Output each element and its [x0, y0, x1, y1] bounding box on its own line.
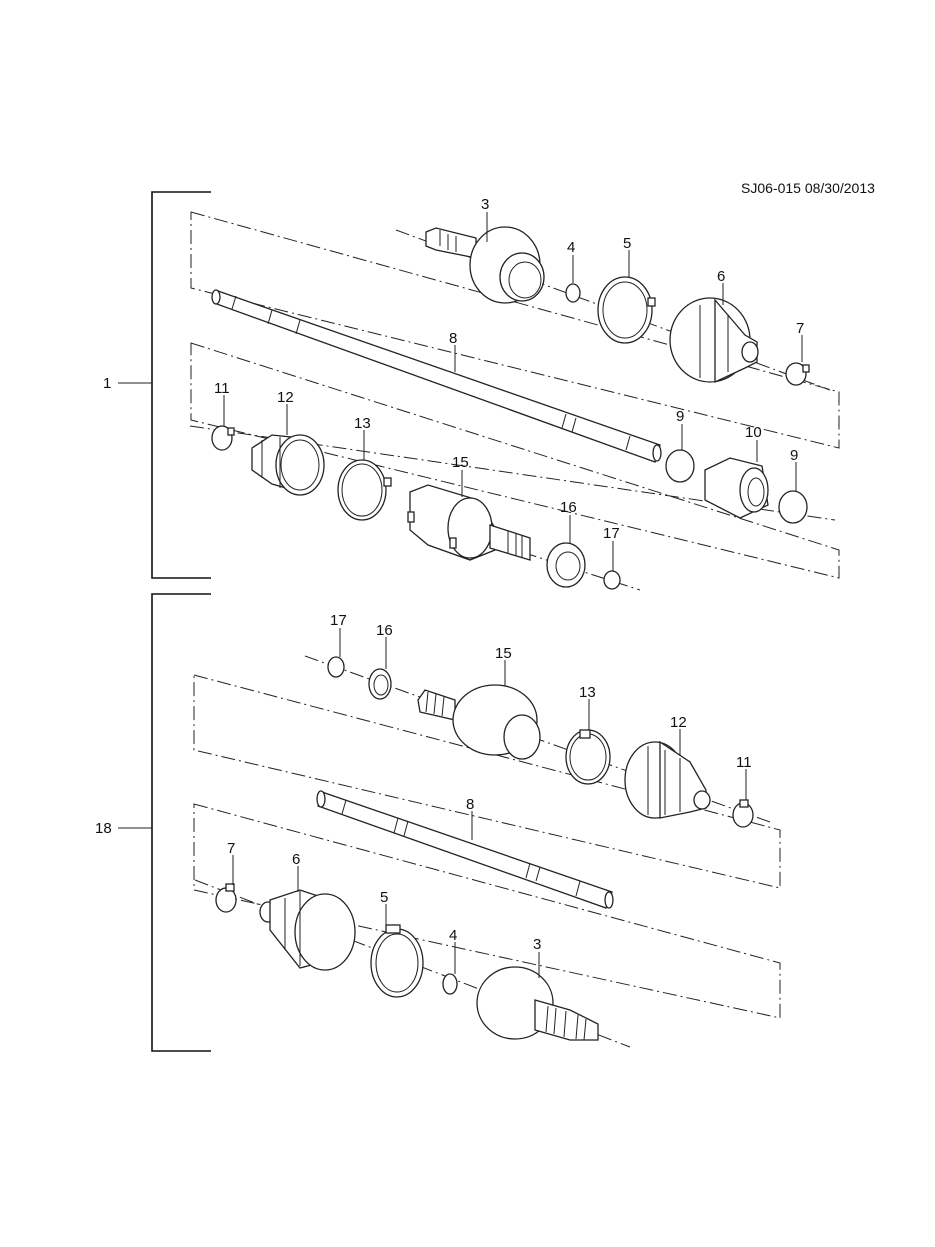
assembly-18: 18 — [95, 593, 781, 1052]
lower-frame-18 — [193, 803, 781, 1019]
snap-ring — [442, 973, 458, 995]
callouts: 3 4 5 6 7 8 11 12 13 15 9 10 9 16 17 17 … — [214, 196, 804, 978]
boot-clamp-large — [597, 276, 656, 344]
dynamic-damper — [704, 457, 769, 519]
callout-18-4: 4 — [449, 927, 457, 944]
outer-cv-joint — [476, 966, 599, 1041]
boot-clamp-inner-large — [337, 459, 392, 521]
boot-clamp-small — [785, 362, 810, 386]
damper-ring — [665, 449, 695, 483]
callout-1-10: 10 — [745, 424, 762, 441]
assembly-label-1: 1 — [103, 375, 111, 392]
callout-1-4: 4 — [567, 239, 575, 256]
drawing-reference: SJ06-015 08/30/2013 — [741, 180, 875, 196]
callout-18-15: 15 — [495, 645, 512, 662]
outer-cv-joint — [425, 226, 545, 304]
upper-frame-18 — [193, 674, 781, 889]
oil-seal — [368, 668, 392, 700]
callout-1-5: 5 — [623, 235, 631, 252]
circlip — [327, 656, 345, 678]
assembly-1: 1 — [103, 191, 840, 591]
assembly-label-18: 18 — [95, 820, 112, 837]
boot-clamp-inner-large — [565, 729, 611, 785]
lower-frame-1 — [190, 342, 840, 579]
callout-1-7: 7 — [796, 320, 804, 337]
callout-18-5: 5 — [380, 889, 388, 906]
circlip — [603, 570, 621, 590]
callout-18-17: 17 — [330, 612, 347, 629]
boot-clamp-small-inner — [211, 425, 235, 451]
inner-joint-housing — [417, 684, 541, 760]
callout-18-16: 16 — [376, 622, 393, 639]
boot-clamp-small-inner — [732, 799, 754, 828]
callout-18-12: 12 — [670, 714, 687, 731]
inner-boot — [251, 434, 325, 496]
damper-ring — [778, 490, 808, 524]
axle-shaft — [316, 790, 614, 909]
oil-seal — [546, 542, 586, 588]
callout-1-16: 16 — [560, 499, 577, 516]
callout-18-8: 8 — [466, 796, 474, 813]
axle-shaft — [211, 289, 662, 463]
callout-1-11: 11 — [214, 380, 230, 397]
callout-1-3: 3 — [481, 196, 489, 213]
callout-1-8: 8 — [449, 330, 457, 347]
callout-1-9a: 9 — [676, 408, 684, 425]
inner-boot — [624, 740, 711, 819]
snap-ring — [565, 283, 581, 303]
callout-1-15: 15 — [452, 454, 469, 471]
inner-joint-housing — [407, 484, 531, 561]
callout-1-9b: 9 — [790, 447, 798, 464]
callout-1-6: 6 — [717, 268, 725, 285]
callout-1-12: 12 — [277, 389, 294, 406]
callout-1-17: 17 — [603, 525, 620, 542]
callout-18-3: 3 — [533, 936, 541, 953]
boot-clamp-small — [215, 883, 237, 913]
boot-clamp-large — [370, 924, 424, 998]
callout-18-13: 13 — [579, 684, 596, 701]
callout-18-6: 6 — [292, 851, 300, 868]
upper-frame-1 — [190, 211, 840, 449]
callout-18-7: 7 — [227, 840, 235, 857]
outer-boot — [259, 889, 356, 971]
callout-18-11: 11 — [736, 754, 752, 771]
callout-1-13: 13 — [354, 415, 371, 432]
outer-boot — [669, 297, 759, 384]
